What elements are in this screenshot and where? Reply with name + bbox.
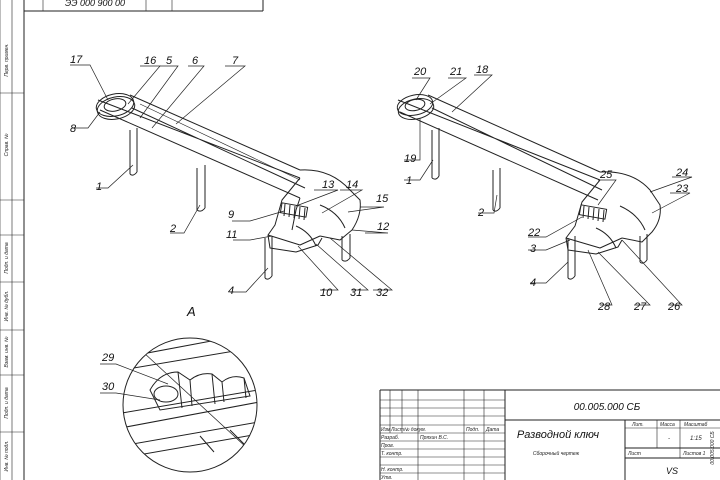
callout-4: 4	[228, 285, 234, 297]
detail-circle	[122, 337, 258, 473]
callout-6: 6	[192, 55, 199, 67]
right-leaders	[404, 74, 693, 306]
callout-29: 29	[101, 352, 114, 364]
sheet-label: Лист	[627, 451, 641, 457]
col-header-izm: Изм	[381, 427, 391, 433]
callout-23: 23	[675, 183, 689, 195]
callout-15: 15	[376, 193, 389, 205]
right-callouts: 20 21 18 19 1 2 25 24 23 22 3 4 28 27 26	[404, 64, 689, 313]
callout-31: 31	[350, 287, 362, 299]
drawing-title: Разводной ключ	[517, 429, 600, 441]
side-label-1: Перв. примен.	[4, 43, 10, 76]
scale-label: Масштаб	[684, 422, 708, 428]
callout-12: 12	[377, 221, 389, 233]
callout-25: 25	[599, 169, 613, 181]
mass-label: Масса	[660, 422, 675, 428]
callout-18: 18	[476, 64, 489, 76]
col-header-list: Лист	[390, 427, 404, 433]
callout-27: 27	[633, 301, 647, 313]
side-label-5: Взам. инв. №	[4, 336, 10, 368]
drawing-frame	[0, 0, 25, 480]
side-label-3: Подп. и дата	[4, 242, 10, 274]
vertical-code: 00.005.000 СБ	[710, 431, 716, 465]
right-wrench	[396, 94, 661, 280]
side-strip: Перв. примен. Справ. № Подп. и дата Инв.…	[4, 43, 10, 471]
col-header-date: Дата	[485, 427, 499, 433]
callout-13: 13	[322, 179, 335, 191]
mass-value: -	[668, 436, 670, 442]
side-label-7: Инв. № подл.	[4, 440, 10, 471]
scale-value: 1:15	[690, 436, 702, 442]
callout-22: 22	[527, 227, 540, 239]
callout-10: 10	[320, 287, 333, 299]
callout-5: 5	[166, 55, 173, 67]
row-role-6: Утв.	[381, 475, 392, 480]
lit-label: Лит.	[631, 422, 644, 428]
side-label-4: Инв. № дубл.	[4, 291, 10, 322]
left-leaders	[70, 64, 393, 293]
col-header-doc: № докум.	[404, 427, 426, 433]
top-stamp: ЭЭ 000 900 00	[24, 0, 264, 12]
callout-2: 2	[169, 223, 176, 235]
callout-24: 24	[675, 167, 688, 179]
drawing-subtitle: Сборочный чертеж	[533, 450, 580, 457]
col-header-sign: Подп.	[466, 427, 479, 433]
row-role-3: Т. контр.	[381, 451, 403, 457]
side-label-6: Подп. и дата	[4, 387, 10, 419]
callout-30: 30	[102, 381, 115, 393]
detail-label: А	[186, 304, 196, 319]
callout-17: 17	[70, 54, 83, 66]
detail-view-a: А 29 30	[100, 304, 258, 473]
callout-3: 3	[530, 243, 537, 255]
callout-32: 32	[376, 287, 388, 299]
organization: VS	[666, 466, 678, 476]
row-role-5: Н. контр.	[381, 467, 404, 473]
callout-28: 28	[597, 301, 611, 313]
row-role-2: Пров.	[381, 443, 394, 449]
callout-2-right: 2	[477, 207, 484, 219]
row-name-1: Пряхин В.С.	[420, 435, 448, 441]
sheets-label: Листов 1	[682, 451, 706, 457]
row-role-1: Разраб.	[381, 435, 399, 441]
title-block	[379, 389, 720, 480]
top-stamp-code: ЭЭ 000 900 00	[65, 0, 125, 8]
callout-21: 21	[449, 66, 462, 78]
callout-26: 26	[667, 301, 681, 313]
callout-14: 14	[346, 179, 358, 191]
callout-20: 20	[413, 66, 427, 78]
callout-8: 8	[70, 123, 77, 135]
left-wrench	[95, 93, 361, 280]
callout-4-right: 4	[530, 277, 536, 289]
callout-9: 9	[228, 209, 234, 221]
left-callouts: 17 16 5 6 7 8 1 2 13 14 15 9 12 11 10 31…	[70, 54, 389, 299]
callout-11: 11	[226, 229, 237, 241]
doc-code: 00.005.000 СБ	[574, 402, 641, 413]
side-label-2: Справ. №	[4, 133, 10, 156]
callout-19: 19	[404, 153, 416, 165]
callout-1: 1	[96, 181, 102, 193]
callout-16: 16	[144, 55, 157, 67]
callout-1-right: 1	[406, 175, 412, 187]
title-block-text: 00.005.000 СБ Разводной ключ Сборочный ч…	[381, 402, 716, 480]
callout-7: 7	[232, 55, 239, 67]
